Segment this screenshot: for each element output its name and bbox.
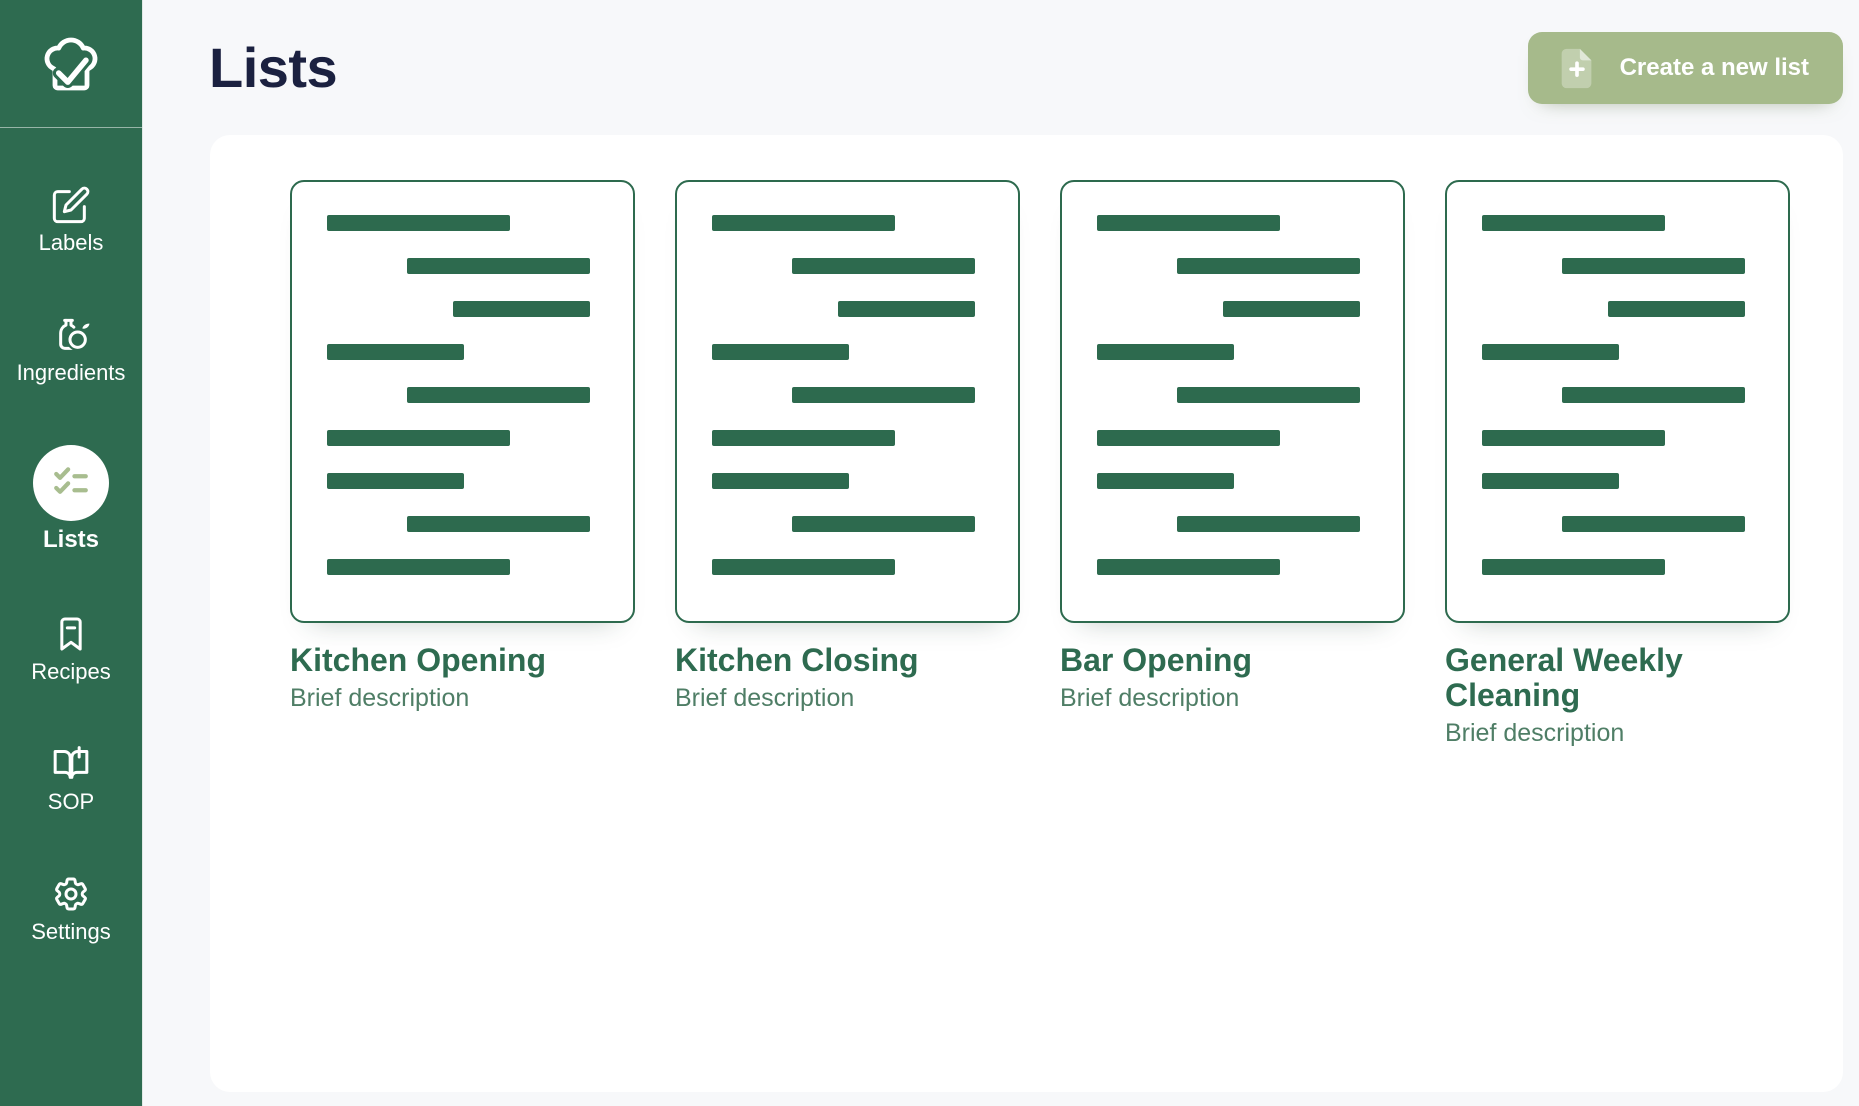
list-card-title: Kitchen Closing (675, 642, 919, 678)
preview-bar (327, 559, 510, 575)
preview-bar (327, 473, 464, 489)
sidebar-item-ingredients[interactable]: Ingredients (0, 315, 142, 385)
sidebar-item-labels[interactable]: Labels (0, 185, 142, 255)
preview-bar (407, 516, 591, 532)
list-preview (1445, 180, 1790, 623)
preview-bar (1097, 215, 1280, 231)
sidebar-item-recipes[interactable]: Recipes (0, 614, 142, 684)
preview-bar (1562, 516, 1746, 532)
bookmark-icon (51, 614, 91, 654)
preview-bar (792, 516, 976, 532)
lists-panel: Kitchen Opening Brief description Kitche… (210, 135, 1843, 1092)
preview-bar (1177, 387, 1361, 403)
chef-hat-check-icon (39, 32, 103, 96)
list-card-kitchen-closing[interactable]: Kitchen Closing Brief description (675, 180, 1020, 713)
preview-bar (712, 344, 849, 360)
preview-bar (792, 258, 976, 274)
list-card-title: Kitchen Opening (290, 642, 546, 678)
preview-bar (712, 430, 895, 446)
sidebar-item-label: Labels (38, 230, 104, 255)
preview-bar (838, 301, 976, 317)
sidebar-item-label: SOP (47, 788, 95, 814)
preview-bar (1223, 301, 1361, 317)
sidebar-item-label: Ingredients (16, 360, 126, 386)
preview-bar (1482, 215, 1665, 231)
create-new-list-button[interactable]: Create a new list (1527, 31, 1843, 104)
preview-bar (1177, 258, 1361, 274)
lists-cards-row: Kitchen Opening Brief description Kitche… (290, 180, 1793, 748)
list-card-description: Brief description (1445, 719, 1625, 748)
sidebar-item-label: Recipes (31, 658, 111, 684)
preview-bar (1562, 258, 1746, 274)
list-card-description: Brief description (675, 684, 855, 713)
preview-bar (1177, 516, 1361, 532)
sidebar-nav: Labels Ingredients (0, 128, 142, 944)
preview-bar (1482, 344, 1619, 360)
page-title: Lists (209, 36, 338, 99)
open-book-icon (51, 744, 91, 784)
page-header: Lists Create a new list (143, 0, 1859, 135)
file-plus-icon (1554, 45, 1600, 91)
preview-bar (407, 258, 591, 274)
sidebar-item-label: Settings (31, 919, 111, 945)
app-logo[interactable] (0, 0, 142, 128)
preview-bar (1562, 387, 1746, 403)
list-card-title: General Weekly Cleaning (1445, 642, 1683, 714)
preview-bar (1097, 473, 1234, 489)
preview-bar (1482, 430, 1665, 446)
gear-icon (51, 874, 91, 914)
preview-bar (792, 387, 976, 403)
sidebar-item-lists[interactable]: Lists (0, 445, 142, 553)
list-card-description: Brief description (290, 684, 470, 713)
create-new-list-label: Create a new list (1619, 53, 1809, 81)
preview-bar (712, 473, 849, 489)
checklist-icon (33, 445, 109, 522)
main-area: Lists Create a new list Kitchen Opening … (143, 0, 1859, 1106)
sidebar-item-sop[interactable]: SOP (0, 744, 142, 814)
list-card-description: Brief description (1060, 684, 1240, 713)
preview-bar (407, 387, 591, 403)
sidebar-item-settings[interactable]: Settings (0, 874, 142, 944)
preview-bar (327, 344, 464, 360)
edit-square-icon (51, 185, 91, 225)
preview-bar (1608, 301, 1746, 317)
preview-bar (1097, 344, 1234, 360)
sidebar-item-label: Lists (42, 526, 99, 554)
preview-bar (1482, 559, 1665, 575)
preview-bar (453, 301, 591, 317)
list-preview (675, 180, 1020, 623)
list-card-general-weekly-cleaning[interactable]: General Weekly Cleaning Brief descriptio… (1445, 180, 1790, 748)
list-card-kitchen-opening[interactable]: Kitchen Opening Brief description (290, 180, 635, 713)
preview-bar (1097, 559, 1280, 575)
ingredients-icon (51, 315, 91, 355)
preview-bar (327, 430, 510, 446)
preview-bar (327, 215, 510, 231)
preview-bar (712, 215, 895, 231)
preview-bar (1482, 473, 1619, 489)
preview-bar (712, 559, 895, 575)
list-card-bar-opening[interactable]: Bar Opening Brief description (1060, 180, 1405, 713)
list-preview (290, 180, 635, 623)
preview-bar (1097, 430, 1280, 446)
list-preview (1060, 180, 1405, 623)
sidebar: Labels Ingredients (0, 0, 143, 1106)
list-card-title: Bar Opening (1060, 642, 1253, 678)
